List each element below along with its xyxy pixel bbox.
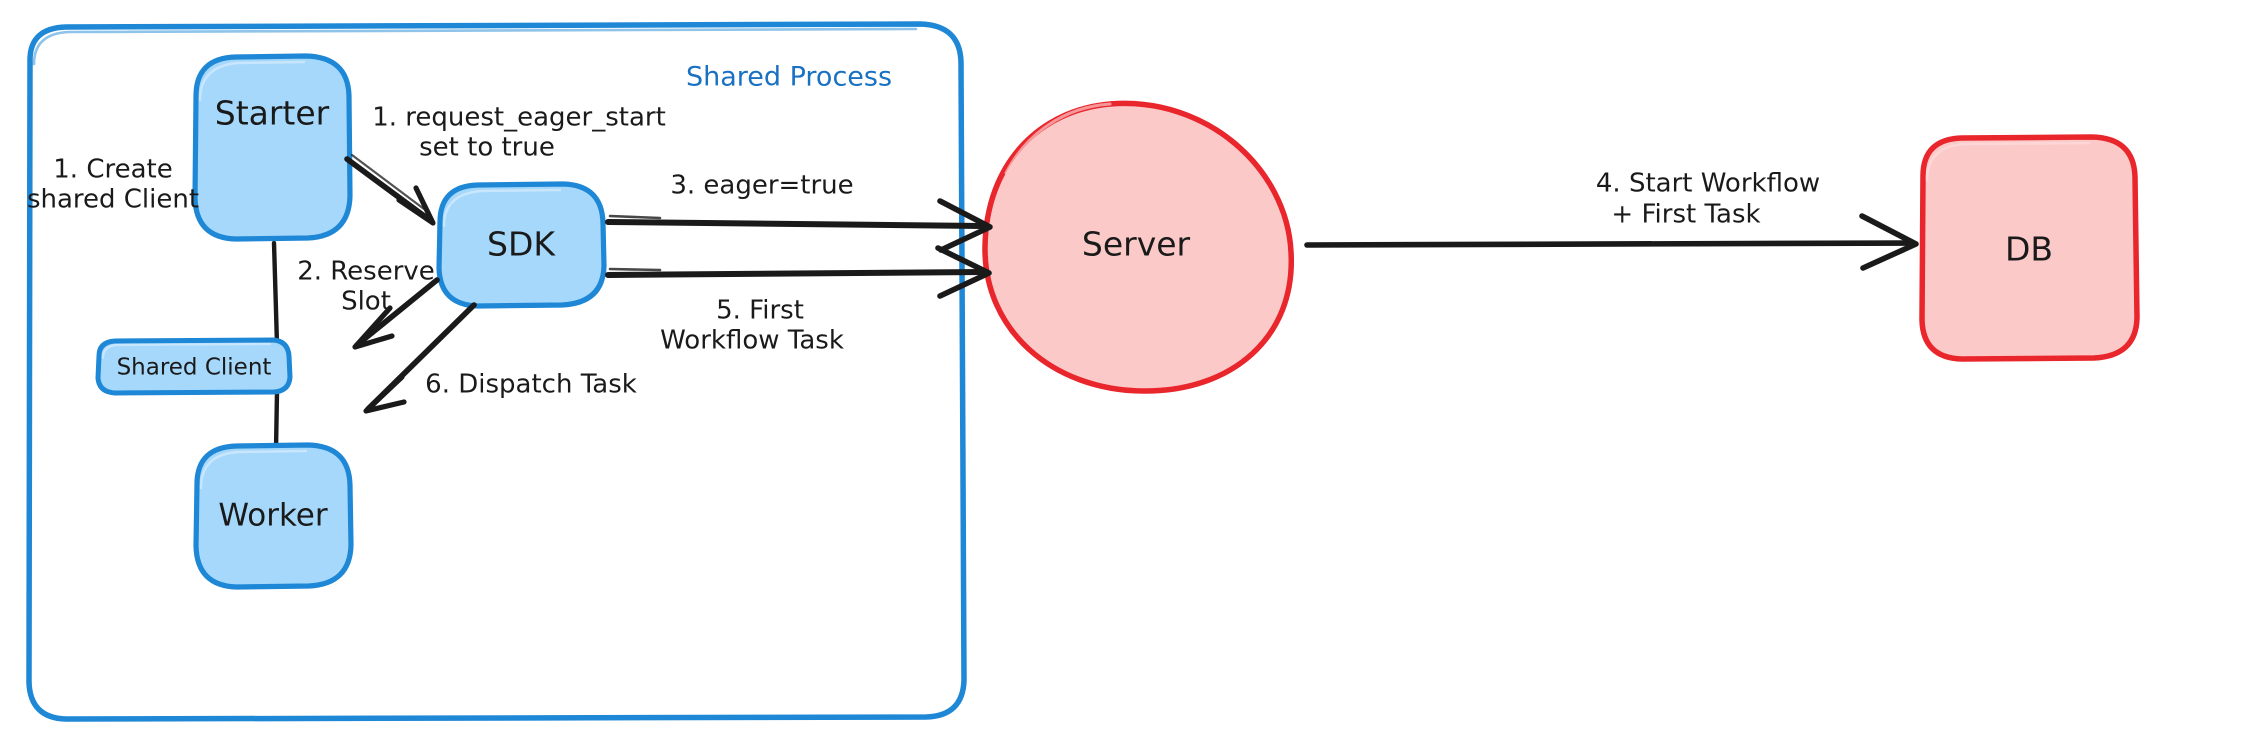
- edge-starter-sdk: 1. request_eager_start set to true: [344, 103, 666, 226]
- node-highlight: [1004, 102, 1112, 175]
- edge-arrowhead: [937, 198, 993, 253]
- node-highlight: [1925, 141, 2091, 182]
- edge-line: [605, 269, 986, 278]
- node-highlight: [442, 188, 562, 228]
- shared-process-group: Shared Process: [26, 21, 967, 722]
- node-db[interactable]: DB: [1919, 134, 2140, 362]
- edge-sdk-worker-dispatch: 6. Dispatch Task: [363, 302, 637, 414]
- edge-label-line-2: Workflow Task: [660, 326, 844, 356]
- node-shared-client-label: Shared Client: [117, 355, 272, 381]
- node-server-label: Server: [1082, 225, 1191, 264]
- node-starter[interactable]: Starter: [192, 53, 353, 242]
- annotation-create-shared-client: 1. Create shared Client: [27, 155, 199, 215]
- edge-label-line-1: 4. Start Workflow: [1596, 169, 1820, 199]
- node-db-label: DB: [2005, 230, 2053, 269]
- edge-sdk-server-eager: 3. eager=true: [605, 171, 993, 253]
- edge-starter-shared-client: [271, 240, 280, 348]
- annotation-line-1: 1. Create: [53, 155, 172, 185]
- node-shape: [192, 53, 353, 242]
- edge-line-sketch: [608, 267, 662, 272]
- edge-line: [354, 277, 440, 348]
- edge-line: [605, 219, 986, 229]
- edge-arrowhead: [396, 185, 436, 226]
- node-highlight: [101, 342, 272, 360]
- edge-arrowhead: [1859, 213, 1919, 271]
- edge-label-line-1: 1. request_eager_start: [372, 103, 666, 133]
- shared-process-border: [26, 21, 967, 722]
- edge-line-sketch: [608, 214, 662, 220]
- node-shape: [436, 181, 607, 309]
- edge-line: [1304, 240, 1916, 248]
- edge-server-db: 4. Start Workflow + First Task: [1304, 169, 1919, 271]
- edge-arrowhead: [935, 245, 992, 299]
- edge-label-line-1: 5. First: [716, 296, 804, 326]
- node-worker-label: Worker: [218, 498, 327, 534]
- node-shape: [193, 442, 354, 590]
- edge-line-sketch: [350, 153, 426, 211]
- shared-process-label: Shared Process: [686, 62, 892, 93]
- node-shared-client[interactable]: Shared Client: [95, 337, 293, 396]
- node-highlight: [199, 449, 308, 490]
- node-shape: [1919, 134, 2140, 362]
- edge-label-line-2: set to true: [419, 133, 555, 163]
- node-worker[interactable]: Worker: [193, 370, 354, 590]
- node-starter-label: Starter: [215, 94, 330, 133]
- annotation-line-2: shared Client: [27, 185, 199, 215]
- edge-label-line-1: 3. eager=true: [670, 171, 853, 201]
- edge-arrowhead: [363, 374, 407, 414]
- node-server[interactable]: Server: [982, 100, 1294, 394]
- node-shape: [982, 100, 1294, 394]
- node-shape: [95, 337, 293, 396]
- shared-process-border-sketch: [32, 27, 918, 66]
- edge-sdk-server-first-task: 5. First Workflow Task: [605, 245, 992, 356]
- edge-sdk-worker-reserve: 2. Reserve Slot: [297, 257, 440, 350]
- edge-label-line-2: Slot: [341, 287, 391, 317]
- edge-label-line-1: 6. Dispatch Task: [425, 370, 637, 400]
- edge-line: [271, 240, 280, 348]
- edge-label-line-2: + First Task: [1611, 200, 1760, 230]
- edge-label-line-1: 2. Reserve: [297, 257, 435, 287]
- edge-arrowhead: [352, 305, 395, 350]
- node-sdk-label: SDK: [487, 225, 556, 264]
- node-sdk[interactable]: SDK: [436, 181, 607, 309]
- node-highlight: [198, 60, 306, 102]
